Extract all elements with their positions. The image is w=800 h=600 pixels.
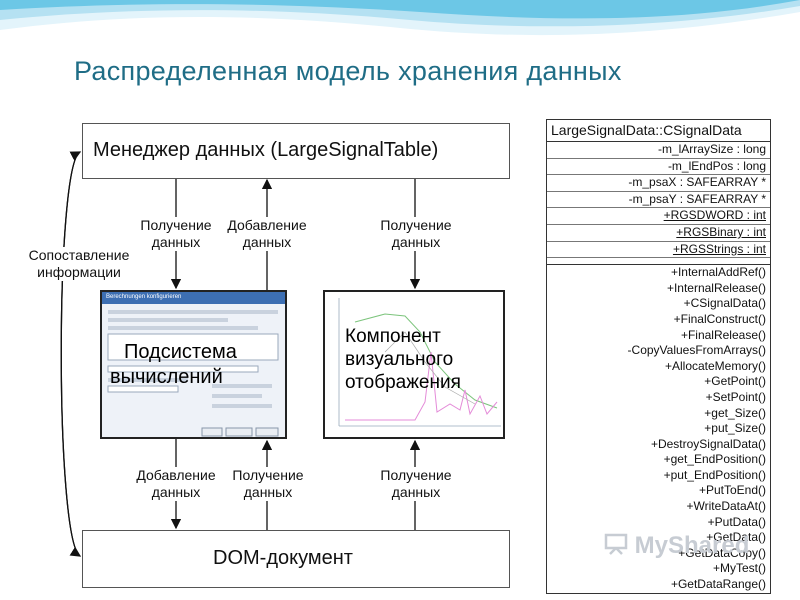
uml-attribute: +RGSBinary : int bbox=[547, 225, 770, 242]
uml-class-box: LargeSignalData::CSignalData -m_lArraySi… bbox=[546, 119, 771, 594]
component-labels: Компонент визуального отображения bbox=[345, 325, 461, 394]
subsystem-label-1: Подсистема bbox=[124, 341, 237, 363]
computation-subsystem-box: Berechnungen konfigurieren Подсистема вы… bbox=[100, 290, 287, 439]
arrow-compare-up bbox=[60, 151, 82, 557]
uml-method: +GetPoint() bbox=[704, 374, 766, 389]
uml-method: +GetDataRange() bbox=[670, 577, 766, 592]
dom-document-label: DOM-документ bbox=[213, 547, 353, 569]
component-label-3: отображения bbox=[345, 372, 461, 393]
label-get-bottom-mid-line1: Получение bbox=[232, 467, 304, 483]
data-manager-label: Менеджер данных (LargeSignalTable) bbox=[93, 139, 439, 161]
uml-method: +PutData() bbox=[707, 514, 766, 529]
presentation-board-icon bbox=[604, 533, 628, 555]
arrow-compare-down bbox=[60, 151, 82, 557]
uml-method: +FinalConstruct() bbox=[673, 311, 766, 326]
label-add-top-line2: данных bbox=[242, 234, 292, 250]
label-add-top: Добавление данных bbox=[218, 217, 316, 251]
visualization-component-box: Компонент визуального отображения bbox=[323, 290, 505, 439]
uml-class-name: LargeSignalData::CSignalData bbox=[547, 120, 770, 142]
uml-method: +FinalRelease() bbox=[680, 327, 766, 342]
uml-method: +DestroySignalData() bbox=[650, 436, 766, 451]
label-get-bottom-right: Получение данных bbox=[370, 467, 462, 501]
label-get-top-left-line1: Получение bbox=[140, 217, 212, 233]
uml-method: +get_EndPosition() bbox=[663, 452, 766, 467]
watermark: MyShared bbox=[604, 532, 749, 560]
uml-attributes: -m_lArraySize : long-m_lEndPos : long-m_… bbox=[547, 142, 770, 259]
watermark-text: MyShared bbox=[634, 532, 750, 559]
uml-method: +GetDataCopy() bbox=[678, 545, 766, 560]
uml-method: +PutToEnd() bbox=[698, 483, 766, 498]
uml-method: +GetData() bbox=[706, 530, 766, 545]
uml-attribute: +RGSStrings : int bbox=[547, 242, 770, 259]
label-add-top-line1: Добавление bbox=[227, 217, 307, 233]
label-compare-line2: информации bbox=[37, 264, 121, 280]
uml-method: +InternalRelease() bbox=[666, 280, 766, 295]
label-compare-info: Сопоставление информации bbox=[22, 247, 136, 281]
label-add-bottom-line2: данных bbox=[151, 484, 201, 500]
uml-attribute: -m_psaX : SAFEARRAY * bbox=[547, 175, 770, 192]
label-compare-line1: Сопоставление bbox=[28, 247, 130, 263]
label-get-bottom-right-line2: данных bbox=[391, 484, 441, 500]
dialog-screenshot-graphic bbox=[107, 310, 279, 437]
uml-attribute: +RGSDWORD : int bbox=[547, 208, 770, 225]
uml-method: +MyTest() bbox=[712, 561, 766, 576]
dialog-titlebar: Berechnungen konfigurieren bbox=[102, 292, 285, 304]
slide-title: Распределенная модель хранения данных bbox=[74, 56, 622, 86]
subsystem-label-2: вычислений bbox=[110, 366, 223, 388]
uml-method: +AllocateMemory() bbox=[664, 358, 766, 373]
header-wave-decoration bbox=[0, 0, 800, 36]
label-get-top-left-line2: данных bbox=[151, 234, 201, 250]
uml-method: +SetPoint() bbox=[705, 389, 766, 404]
component-label-2: визуального bbox=[345, 349, 454, 370]
uml-method: +put_Size() bbox=[704, 421, 766, 436]
label-get-top-left: Получение данных bbox=[130, 217, 222, 251]
uml-method: -CopyValuesFromArrays() bbox=[627, 343, 766, 358]
uml-method: +InternalAddRef() bbox=[670, 265, 766, 280]
label-get-top-right-line2: данных bbox=[391, 234, 441, 250]
data-manager-box: Менеджер данных (LargeSignalTable) bbox=[82, 123, 510, 179]
uml-attribute: -m_lArraySize : long bbox=[547, 142, 770, 159]
label-get-bottom-right-line1: Получение bbox=[380, 467, 452, 483]
label-add-bottom-line1: Добавление bbox=[136, 467, 216, 483]
uml-method: +WriteDataAt() bbox=[686, 499, 766, 514]
component-label-1: Компонент bbox=[345, 326, 441, 347]
label-get-bottom-mid: Получение данных bbox=[222, 467, 314, 501]
uml-separator bbox=[547, 258, 770, 266]
uml-method: +get_Size() bbox=[704, 405, 766, 420]
dialog-title: Berechnungen konfigurieren bbox=[106, 294, 182, 300]
label-get-bottom-mid-line2: данных bbox=[243, 484, 293, 500]
label-add-bottom: Добавление данных bbox=[126, 467, 226, 501]
uml-attribute: -m_psaY : SAFEARRAY * bbox=[547, 192, 770, 209]
label-get-top-right: Получение данных bbox=[370, 217, 462, 251]
label-get-top-right-line1: Получение bbox=[380, 217, 452, 233]
uml-method: +put_EndPosition() bbox=[663, 467, 766, 482]
uml-methods: +InternalAddRef()+InternalRelease()+CSig… bbox=[547, 265, 770, 592]
uml-method: +CSignalData() bbox=[683, 296, 766, 311]
plot-screenshot-graphic bbox=[338, 298, 501, 427]
uml-attribute: -m_lEndPos : long bbox=[547, 159, 770, 176]
dom-document-box: DOM-документ bbox=[82, 530, 510, 588]
